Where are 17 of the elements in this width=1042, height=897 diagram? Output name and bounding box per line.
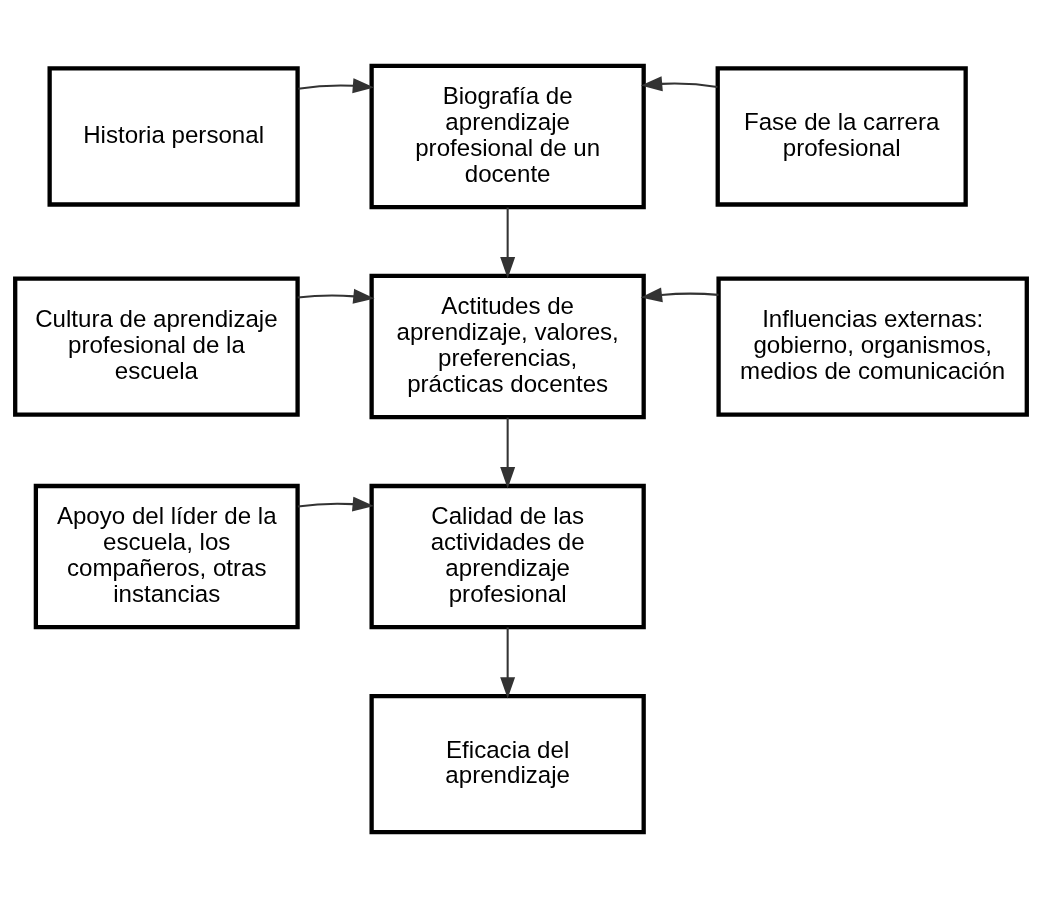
arrow: [640, 75, 718, 91]
node-box: Influencias externas: gobierno, organismos, medios de comunicación: [716, 275, 1029, 417]
node-box: Fase de la carrera profesional: [715, 65, 968, 207]
arrow: [500, 417, 516, 488]
node-box: Historia personal: [47, 65, 300, 207]
node-box: Calidad de las actividades de aprendizaje profesional: [369, 483, 646, 629]
arrow: [298, 77, 375, 93]
arrow: [640, 286, 719, 302]
arrow: [500, 207, 516, 278]
node-box: Apoyo del líder de la escuela, los compañeros, otras instancias: [33, 483, 300, 629]
arrow: [297, 496, 374, 512]
node-box: Eficacia del aprendizaje: [369, 693, 646, 834]
arrow: [297, 288, 375, 304]
node-box: Cultura de aprendizaje profesional de la escuela: [13, 275, 300, 417]
arrow: [500, 626, 516, 699]
node-box: Biografía de aprendizaje profesional de un docente: [369, 63, 646, 209]
node-box: Actitudes de aprendizaje, valores, preferencias, prácticas docentes: [369, 273, 646, 419]
